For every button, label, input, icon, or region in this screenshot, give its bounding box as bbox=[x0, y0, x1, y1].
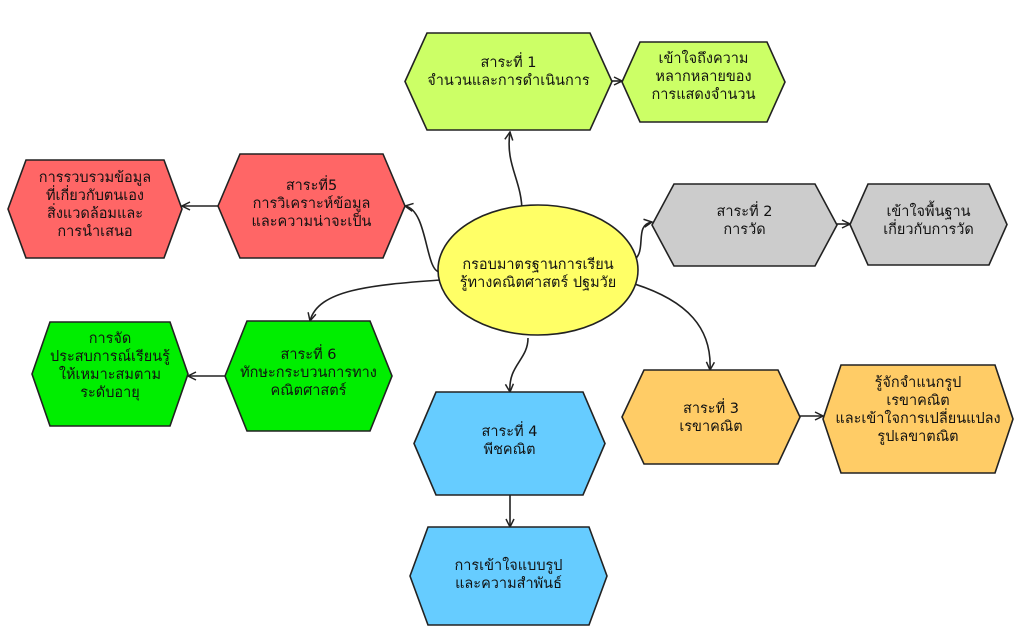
hexagon-shape bbox=[409, 526, 608, 626]
detail-label-line: และความสำพันธ์ bbox=[455, 575, 562, 592]
connector-s4 bbox=[510, 337, 529, 392]
detail-label-line: เข้าใจถึงความ bbox=[659, 49, 749, 67]
hexagon-shape bbox=[413, 391, 606, 496]
topic-label-line: สาระที่ 4 bbox=[482, 421, 538, 440]
hexagon-shape bbox=[822, 364, 1014, 474]
connector-s1 bbox=[509, 132, 523, 213]
detail-label-line: การรวบรวมข้อมูล bbox=[39, 169, 151, 186]
topic-label-line: คณิตศาสตร์ bbox=[271, 382, 347, 399]
topic-label-line: และความน่าจะเป็น bbox=[252, 211, 372, 230]
hexagon-shape bbox=[217, 153, 406, 259]
detail-node-s5[interactable]: การรวบรวมข้อมูลที่เกี่ยวกับตนเองสิ่งแวดล… bbox=[7, 159, 183, 259]
detail-label-line: การนำเสนอ bbox=[57, 224, 132, 240]
detail-label-line: เกี่ยวกับการวัด bbox=[883, 219, 974, 238]
detail-label-line: สิ่งแวดล้อมและ bbox=[47, 203, 143, 222]
detail-label-line: ระดับอายุ bbox=[80, 385, 140, 401]
topic-label-line: สาระที่ 6 bbox=[281, 344, 337, 363]
detail-label-line: หลากหลายของ bbox=[655, 69, 751, 85]
center-label-line: รู้ทางคณิตศาสตร์ ปฐมวัย bbox=[460, 274, 617, 291]
center-node[interactable]: กรอบมาตรฐานการเรียนรู้ทางคณิตศาสตร์ ปฐมว… bbox=[437, 204, 639, 336]
connector-s5 bbox=[405, 206, 441, 273]
hexagon-shape bbox=[849, 183, 1008, 266]
topic-label-line: เรขาคณิต bbox=[679, 419, 742, 435]
detail-label-line: การเข้าใจแบบรูป bbox=[454, 556, 562, 574]
detail-label-line: การแสดงจำนวน bbox=[651, 87, 755, 103]
detail-label-line: เข้าใจพื้นฐาน bbox=[886, 200, 970, 220]
topic-node-s1[interactable]: สาระที่ 1 จำนวนและการดำเนินการ bbox=[404, 32, 613, 131]
center-ellipse bbox=[437, 204, 639, 336]
detail-label-line: การจัด bbox=[89, 331, 132, 347]
topic-label-line: สาระที่ 1 bbox=[481, 52, 537, 71]
topic-label-line: การวัด bbox=[723, 222, 765, 238]
hexagon-shape bbox=[621, 41, 786, 123]
hexagon-shape bbox=[404, 32, 613, 131]
detail-label-line: รูปเลขาตณิต bbox=[877, 429, 958, 445]
topic-label-line: การวิเคราะห์ข้อมูล bbox=[253, 195, 371, 212]
detail-label-line: เรขาคณิต bbox=[886, 393, 949, 409]
detail-label-line: รู้จักจำแนกรูป bbox=[875, 374, 962, 391]
hexagon-shape bbox=[224, 320, 393, 432]
connector-s3 bbox=[627, 281, 710, 370]
topic-label-line: สาระที่ 3 bbox=[683, 398, 739, 417]
topic-label-line: สาระที่5 bbox=[286, 175, 337, 194]
hexagon-shape bbox=[7, 159, 183, 259]
topic-node-s3[interactable]: สาระที่ 3 เรขาคณิต bbox=[621, 369, 801, 465]
detail-label-line: ที่เกี่ยวกับตนเอง bbox=[46, 185, 144, 204]
hexagon-shape bbox=[651, 183, 838, 267]
center-label-line: กรอบมาตรฐานการเรียน bbox=[462, 256, 613, 273]
hexagon-shape bbox=[31, 321, 189, 427]
topic-label-line: ทักษะกระบวนการทาง bbox=[240, 365, 377, 381]
topic-label-line: พีชคณิต bbox=[484, 441, 536, 458]
detail-node-s3[interactable]: รู้จักจำแนกรูปเรขาคณิตและเข้าใจการเปลี่ย… bbox=[822, 364, 1014, 474]
detail-label-line: ให้เหมาะสมตาม bbox=[59, 365, 161, 383]
detail-label-line: ประสบการณ์เรียนรู้ bbox=[50, 348, 170, 365]
topic-label-line: จำนวนและการดำเนินการ bbox=[427, 73, 590, 89]
topic-node-s5[interactable]: สาระที่5การวิเคราะห์ข้อมูลและความน่าจะเป… bbox=[217, 153, 406, 259]
detail-label-line: และเข้าใจการเปลี่ยนแปลง bbox=[835, 408, 1000, 427]
hexagon-shape bbox=[621, 369, 801, 465]
detail-node-s6[interactable]: การจัดประสบการณ์เรียนรู้ให้เหมาะสมตามระด… bbox=[31, 321, 189, 427]
topic-label-line: สาระที่ 2 bbox=[717, 201, 773, 220]
connector-s6 bbox=[310, 279, 441, 321]
topic-node-s4[interactable]: สาระที่ 4พีชคณิต bbox=[413, 391, 606, 496]
topic-node-s2[interactable]: สาระที่ 2 การวัด bbox=[651, 183, 838, 267]
